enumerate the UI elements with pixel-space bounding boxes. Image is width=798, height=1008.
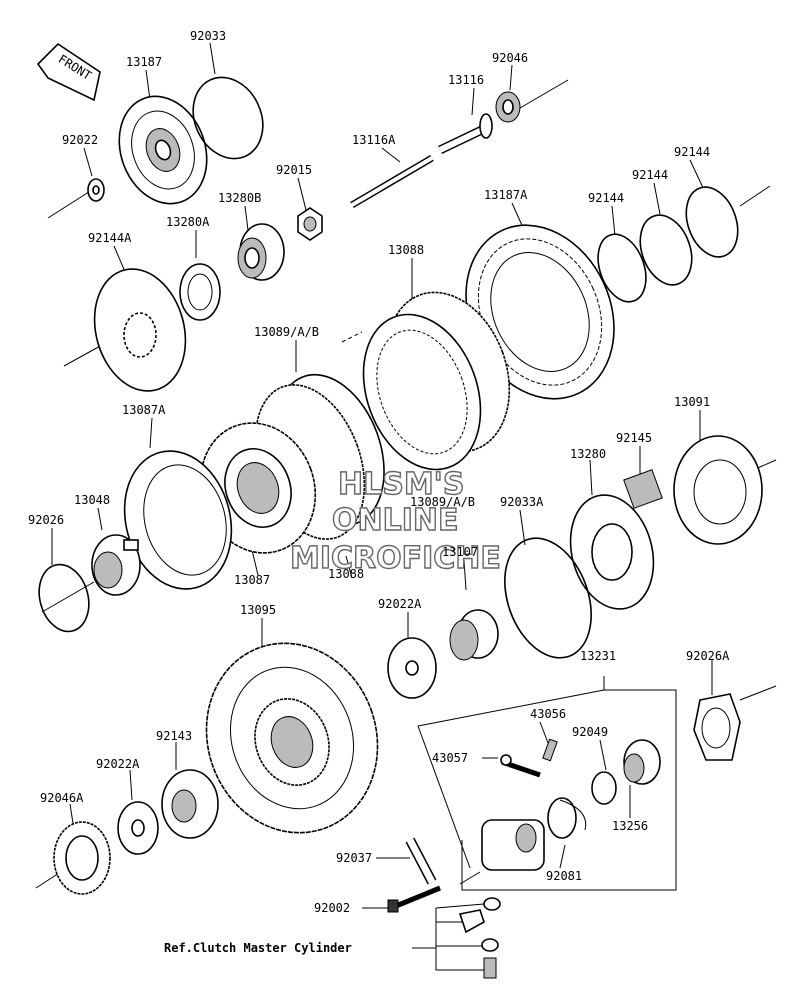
part-92049 bbox=[591, 771, 617, 805]
label-13048: 13048 bbox=[74, 493, 110, 507]
label-92002: 92002 bbox=[314, 901, 350, 915]
part-43056 bbox=[542, 738, 558, 762]
label-43056: 43056 bbox=[530, 707, 566, 721]
part-13091 bbox=[673, 435, 763, 545]
label-92033A: 92033A bbox=[500, 495, 544, 509]
label-92046: 92046 bbox=[492, 51, 528, 65]
label-13280A: 13280A bbox=[166, 215, 210, 229]
label-13187: 13187 bbox=[126, 55, 162, 69]
part-92022A bbox=[387, 637, 437, 699]
part-92144-b bbox=[639, 214, 693, 286]
part-43057 bbox=[500, 754, 541, 778]
part-92046A bbox=[53, 821, 111, 895]
part-13048 bbox=[91, 534, 141, 596]
label-13231: 13231 bbox=[580, 649, 616, 663]
part-92015 bbox=[297, 207, 323, 241]
part-92022 bbox=[87, 178, 105, 202]
label-92033: 92033 bbox=[190, 29, 226, 43]
label-13107: 13107 bbox=[442, 545, 478, 559]
label-13091: 13091 bbox=[674, 395, 710, 409]
part-92026 bbox=[38, 563, 90, 633]
label-92037: 92037 bbox=[336, 851, 372, 865]
label-43057: 43057 bbox=[432, 751, 468, 765]
label-92145: 92145 bbox=[616, 431, 652, 445]
part-92144-c bbox=[685, 186, 739, 258]
part-92033 bbox=[192, 76, 264, 160]
part-92033A bbox=[504, 537, 592, 659]
part-13107 bbox=[449, 609, 499, 661]
assembly-bracket-13231 bbox=[461, 676, 677, 891]
label-92015: 92015 bbox=[276, 163, 312, 177]
label-92144-b: 92144 bbox=[632, 168, 668, 182]
part-92002 bbox=[387, 885, 441, 913]
part-92046 bbox=[495, 91, 521, 123]
label-92049: 92049 bbox=[572, 725, 608, 739]
label-92026A: 92026A bbox=[686, 649, 730, 663]
part-13280 bbox=[569, 494, 655, 610]
part-13280B bbox=[237, 223, 285, 281]
bracket-link bbox=[417, 689, 605, 727]
label-92143: 92143 bbox=[156, 729, 192, 743]
part-92081 bbox=[547, 797, 587, 839]
banjo-fittings bbox=[458, 897, 501, 979]
ref-note: Ref.Clutch Master Cylinder bbox=[164, 941, 352, 955]
label-13280B: 13280B bbox=[218, 191, 261, 205]
label-92026: 92026 bbox=[28, 513, 64, 527]
slave-cylinder-body bbox=[481, 819, 545, 871]
part-92144A bbox=[93, 268, 187, 392]
part-13087A bbox=[123, 450, 233, 590]
label-13087: 13087 bbox=[234, 573, 270, 587]
label-92022: 92022 bbox=[62, 133, 98, 147]
watermark: HLSM'S ONLINE MICROFICHE bbox=[289, 466, 501, 576]
front-arrow-icon: FRONT bbox=[36, 42, 101, 102]
svg-text:MICROFICHE: MICROFICHE bbox=[290, 541, 501, 576]
part-92026A bbox=[693, 693, 741, 761]
label-13280: 13280 bbox=[570, 447, 606, 461]
label-13116A: 13116A bbox=[352, 133, 396, 147]
label-92046A: 92046A bbox=[40, 791, 84, 805]
part-92037 bbox=[405, 837, 437, 885]
part-92022A-lower bbox=[117, 801, 159, 855]
part-92144-a bbox=[597, 233, 647, 303]
part-92145 bbox=[623, 469, 663, 509]
label-92144-a: 92144 bbox=[588, 191, 624, 205]
part-13116 bbox=[438, 113, 493, 155]
svg-text:ONLINE: ONLINE bbox=[332, 503, 459, 538]
label-13088-mid: 13088 bbox=[328, 567, 364, 581]
part-13187 bbox=[118, 95, 208, 205]
label-13087A: 13087A bbox=[122, 403, 166, 417]
label-92022A: 92022A bbox=[378, 597, 422, 611]
label-13089-mid: 13089/A/B bbox=[410, 495, 475, 509]
label-13088-top: 13088 bbox=[388, 243, 424, 257]
svg-text:HLSM'S: HLSM'S bbox=[338, 467, 464, 502]
part-13256 bbox=[623, 739, 661, 785]
label-92022A-lower: 92022A bbox=[96, 757, 140, 771]
part-92143 bbox=[161, 769, 219, 839]
label-92144A: 92144A bbox=[88, 231, 132, 245]
label-13089-top: 13089/A/B bbox=[254, 325, 319, 339]
label-13256: 13256 bbox=[612, 819, 648, 833]
ref-bracket bbox=[412, 903, 485, 971]
part-13116A bbox=[350, 154, 434, 209]
label-92144-c: 92144 bbox=[674, 145, 710, 159]
part-labels: 13187 92033 92046 13116 92022 13116A 920… bbox=[28, 29, 730, 955]
label-13095: 13095 bbox=[240, 603, 276, 617]
label-13116: 13116 bbox=[448, 73, 484, 87]
label-92081: 92081 bbox=[546, 869, 582, 883]
part-13095 bbox=[205, 642, 379, 834]
label-13187A: 13187A bbox=[484, 188, 528, 202]
part-13088 bbox=[362, 291, 511, 471]
part-13280A bbox=[179, 263, 221, 321]
